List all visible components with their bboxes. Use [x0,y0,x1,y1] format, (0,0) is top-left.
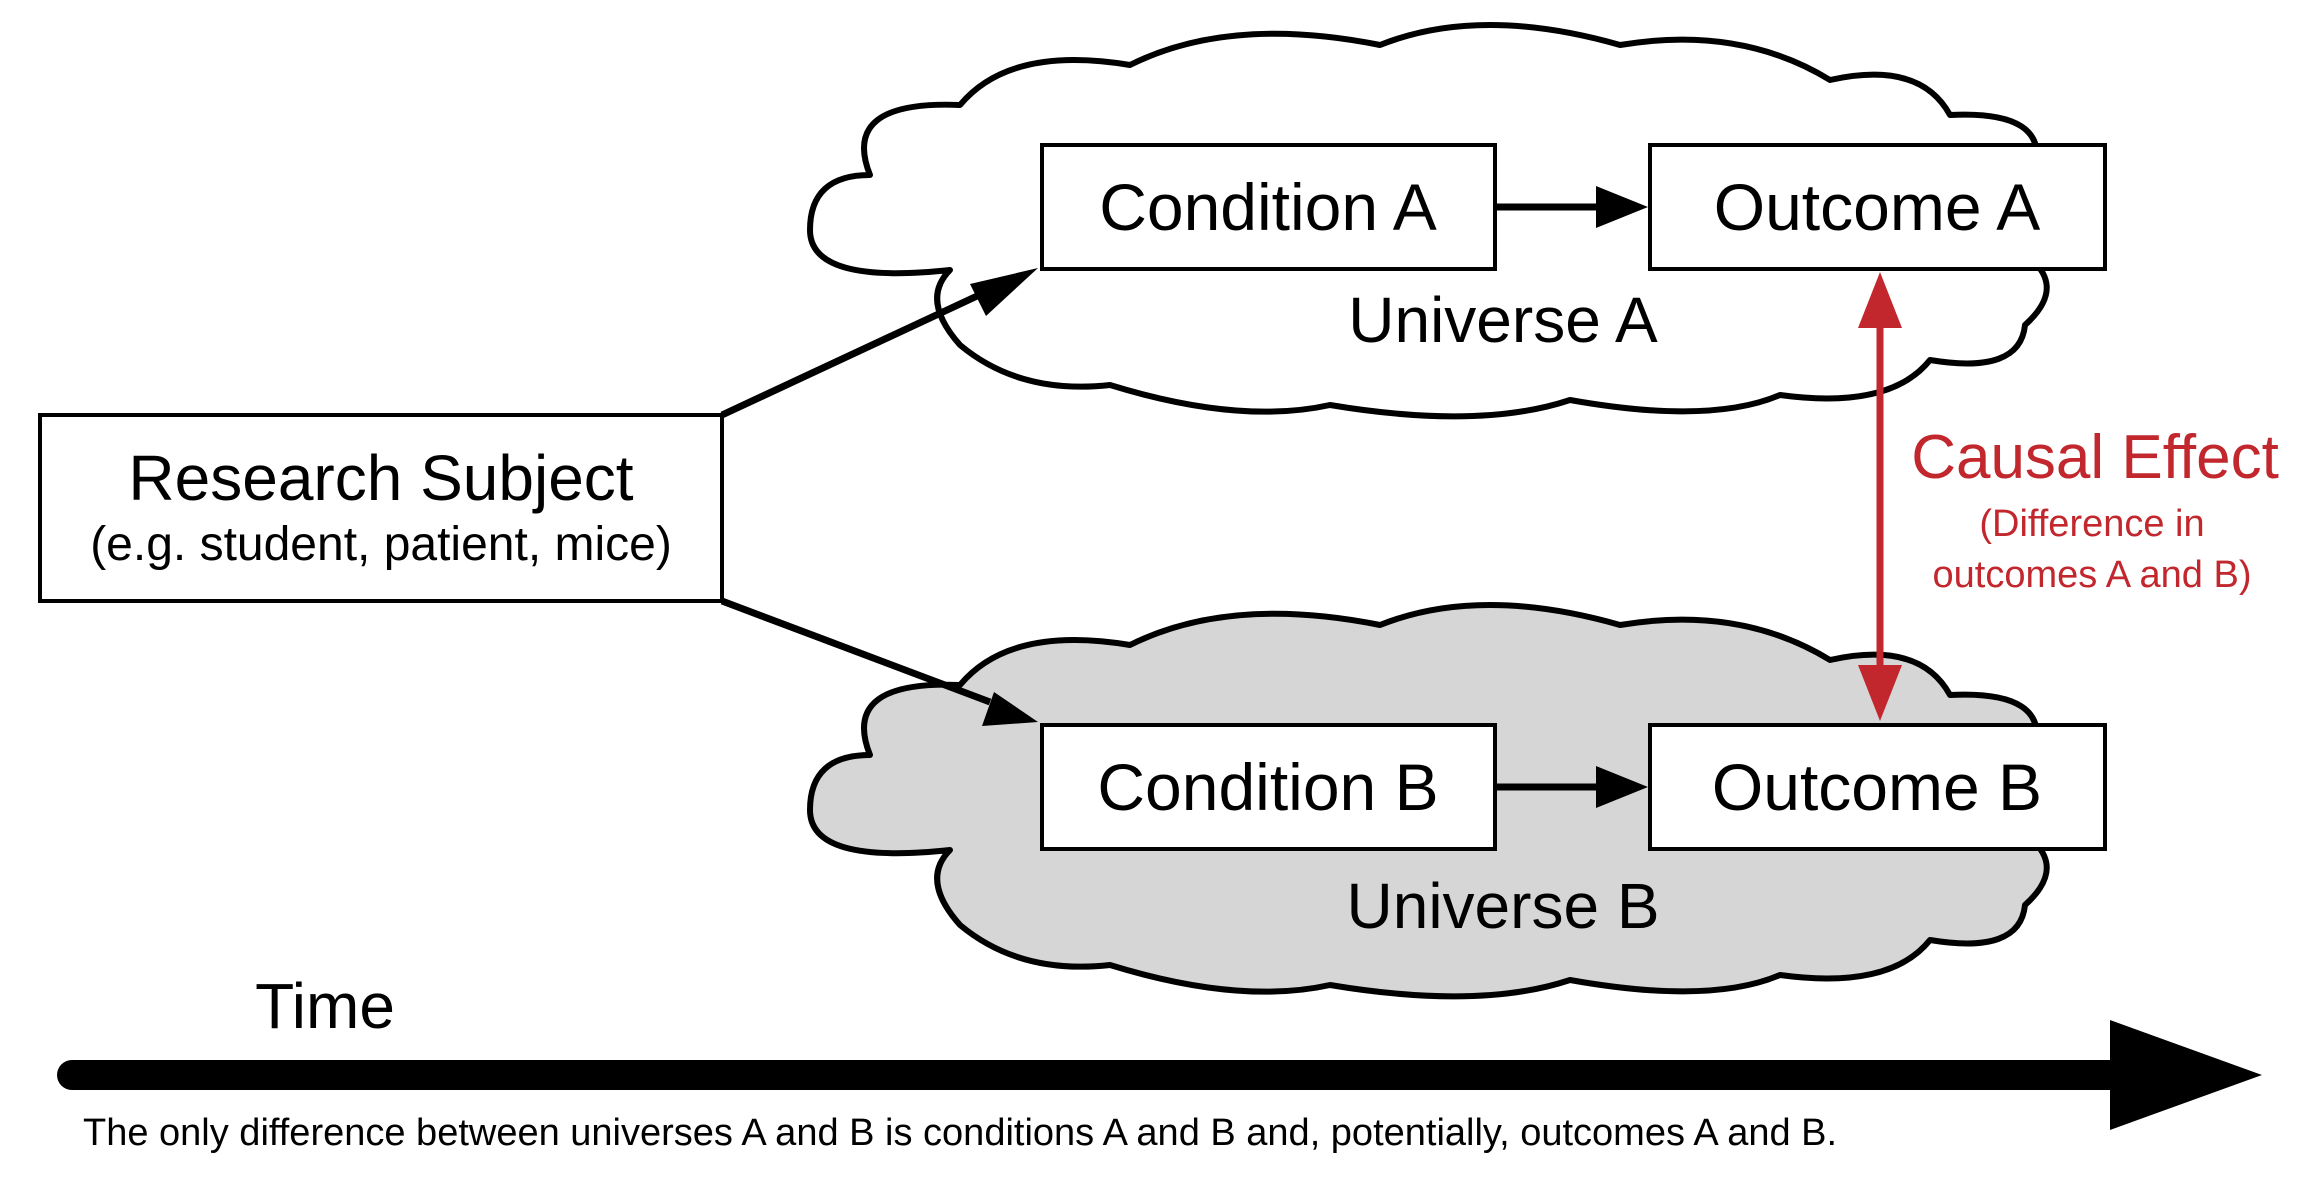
arrow-head-outcome-a [1596,186,1648,228]
outcome-b-label: Outcome B [1712,750,2042,824]
arrow-head-condition-b [982,692,1038,726]
causal-effect-subtitle-line2: outcomes A and B) [1933,554,2252,596]
outcome-b-box [1648,723,2107,851]
condition-a-box [1040,143,1497,271]
universe-b-label: Universe B [1347,870,1660,942]
causal-effect-arrow-head-up [1858,272,1902,328]
time-label: Time [255,970,395,1042]
arrow-head-condition-a [970,268,1038,316]
causal-effect-subtitle-line1: (Difference in [1979,503,2204,545]
research-subject-subtitle: (e.g. student, patient, mice) [90,518,672,571]
timeline-note: The only difference between universes A … [83,1112,1837,1154]
outcome-a-box [1648,143,2107,271]
condition-b-label: Condition B [1097,750,1438,824]
research-subject-title: Research Subject [128,442,633,514]
arrow-head-outcome-b [1596,766,1648,808]
condition-a-label: Condition A [1099,170,1437,244]
condition-b-box [1040,723,1497,851]
arrow-subject-to-condition-b [720,597,992,706]
research-subject-box [38,413,724,603]
causal-effect-title: Causal Effect [1911,423,2279,492]
outcome-a-label: Outcome A [1714,170,2041,244]
causal-effect-arrow-head-down [1858,665,1902,721]
time-arrow-head [2110,1020,2262,1130]
arrow-subject-to-condition-a [720,286,992,419]
universe-a-label: Universe A [1348,284,1658,356]
